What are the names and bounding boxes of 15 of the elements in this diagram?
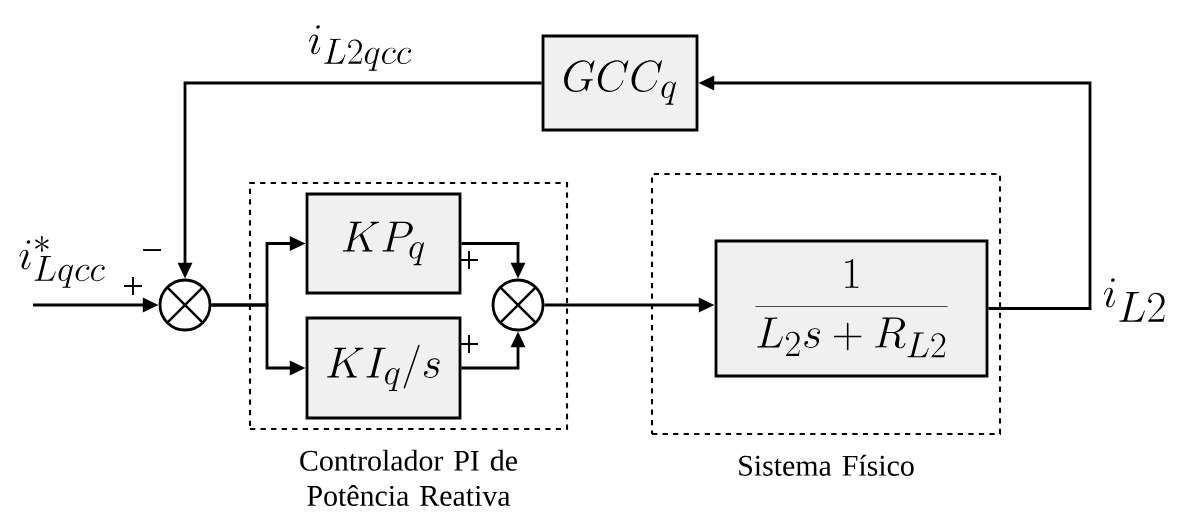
node-label: Controlador PI de Potência Reativa	[300, 449, 517, 506]
transfer-block: $\frac{1}{L_2 s + R_{L2}}$	[714, 239, 989, 378]
sign-label: +	[460, 335, 479, 354]
sign-label: +	[460, 251, 479, 270]
sign-label: +	[124, 277, 143, 296]
transfer-block: $KP_q$	[305, 192, 462, 295]
signal-label: $i^*_{Lqcc}$	[19, 236, 105, 288]
transfer-block: $KI_q/s$	[305, 316, 462, 420]
signal-label: $i_{L2}$	[1103, 278, 1165, 322]
summing-junction	[158, 278, 212, 332]
summing-junction	[491, 278, 545, 332]
sign-label: −	[143, 249, 162, 251]
transfer-block: $GCC_q$	[541, 34, 699, 132]
node-label: Sistema Físico	[739, 454, 914, 476]
signal-label: $i_{L2qcc}$	[309, 25, 412, 71]
